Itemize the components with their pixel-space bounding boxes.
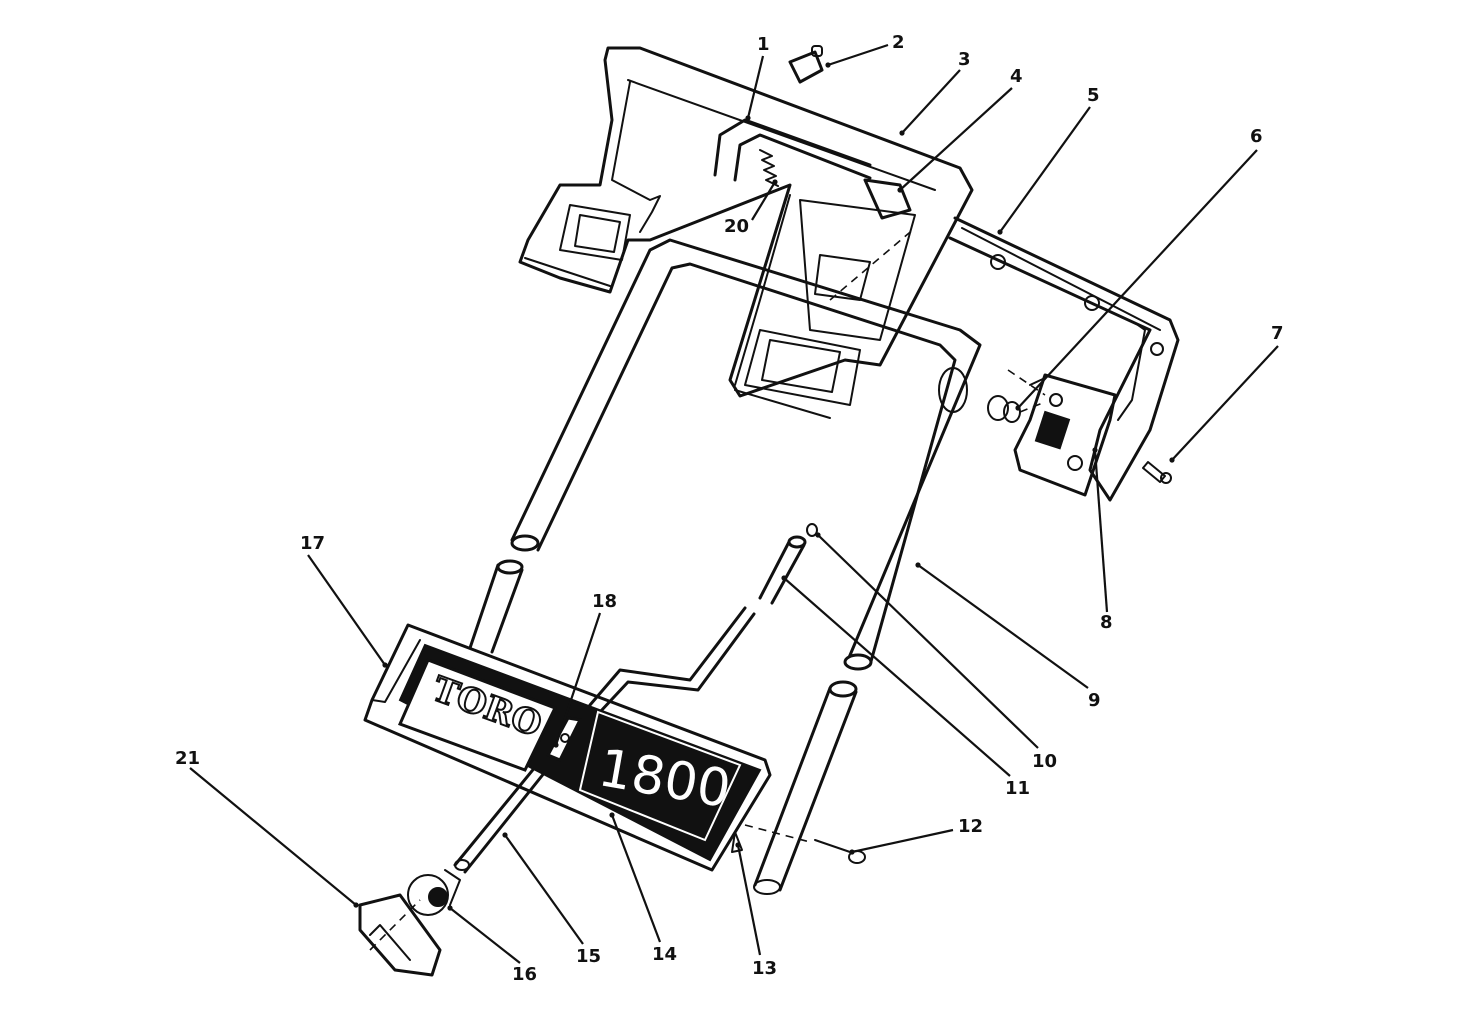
- gear-and-bracket: [358, 869, 461, 977]
- callout-leader-18: [554, 612, 602, 746]
- callout-label-11: 11: [1005, 778, 1030, 799]
- callout-15: 15: [502, 832, 601, 967]
- callout-label-12: 12: [958, 816, 983, 837]
- callout-leader-9: [917, 564, 1089, 689]
- callout-6: 6: [1015, 126, 1263, 411]
- callout-dot-21: [353, 902, 359, 908]
- callout-dot-10: [815, 532, 821, 538]
- callout-label-6: 6: [1250, 126, 1263, 147]
- callout-dot-15: [502, 832, 508, 838]
- callout-dot-17: [382, 662, 388, 668]
- main-u-handle: [510, 238, 982, 671]
- callout-label-2: 2: [892, 32, 905, 53]
- knob: [788, 45, 824, 84]
- callout-leader-2: [827, 43, 889, 67]
- callout-label-3: 3: [958, 49, 971, 70]
- callout-leader-15: [504, 834, 584, 945]
- callout-label-7: 7: [1271, 323, 1284, 344]
- callout-label-15: 15: [576, 946, 601, 967]
- callout-4: 4: [897, 66, 1023, 193]
- callout-9: 9: [915, 562, 1101, 711]
- callout-14: 14: [609, 812, 677, 965]
- lower-tubes: [468, 559, 858, 895]
- callout-label-18: 18: [592, 591, 617, 612]
- callout-leader-6: [1017, 149, 1258, 409]
- callout-label-10: 10: [1032, 751, 1057, 772]
- callout-8: 8: [1092, 447, 1113, 633]
- switch-box: [1013, 373, 1117, 497]
- callout-1: 1: [745, 34, 770, 121]
- callout-21: 21: [175, 748, 359, 908]
- callout-dot-2: [825, 62, 831, 68]
- callout-leader-21: [189, 767, 357, 906]
- callout-label-20: 20: [724, 216, 749, 237]
- console-panel: TORO 1800: [363, 623, 772, 872]
- callout-label-16: 16: [512, 964, 537, 985]
- callout-leader-11: [783, 577, 1011, 777]
- connector-plug: [987, 369, 1046, 423]
- callout-18: 18: [553, 591, 617, 748]
- callout-label-9: 9: [1088, 690, 1101, 711]
- callout-leader-20: [751, 181, 776, 221]
- callout-dot-11: [781, 575, 787, 581]
- callout-dot-9: [915, 562, 921, 568]
- callout-dot-18: [553, 742, 559, 748]
- rod-and-grommet: [758, 523, 818, 605]
- bracket: [863, 178, 912, 220]
- spring: [759, 149, 779, 187]
- callout-label-21: 21: [175, 748, 200, 769]
- screw-7: [1142, 461, 1172, 484]
- callout-label-4: 4: [1010, 66, 1023, 87]
- callout-leader-12: [851, 828, 954, 854]
- callout-17: 17: [300, 533, 388, 668]
- callout-dot-7: [1169, 457, 1175, 463]
- callout-leader-14: [610, 814, 662, 943]
- callout-label-14: 14: [652, 944, 677, 965]
- callout-dot-1: [745, 115, 751, 121]
- callout-leader-3: [901, 69, 961, 134]
- callout-3: 3: [899, 49, 971, 136]
- callout-leader-8: [1093, 449, 1109, 613]
- callout-dot-13: [735, 842, 741, 848]
- callout-5: 5: [997, 85, 1100, 235]
- callout-leader-16: [449, 907, 521, 964]
- callout-13: 13: [735, 842, 777, 979]
- callout-7: 7: [1169, 323, 1284, 463]
- callout-10: 10: [815, 532, 1057, 772]
- control-bar: [713, 118, 872, 182]
- callout-leader-5: [999, 106, 1091, 233]
- callout-leader-4: [899, 87, 1013, 191]
- callout-dot-20: [772, 179, 778, 185]
- callout-leader-13: [736, 844, 762, 956]
- callout-dot-12: [849, 849, 855, 855]
- callout-label-17: 17: [300, 533, 325, 554]
- callout-dot-8: [1092, 447, 1098, 453]
- callout-leader-1: [746, 55, 765, 119]
- callout-leader-7: [1171, 345, 1279, 461]
- rear-cover-plate: [948, 216, 1180, 502]
- callout-dot-3: [899, 130, 905, 136]
- callout-20: 20: [724, 179, 778, 237]
- callout-dot-5: [997, 229, 1003, 235]
- control-rod: [453, 606, 756, 874]
- callout-11: 11: [781, 575, 1030, 799]
- callout-label-5: 5: [1087, 85, 1100, 106]
- callout-dot-16: [447, 905, 453, 911]
- callout-leader-17: [307, 554, 386, 666]
- callout-label-13: 13: [752, 958, 777, 979]
- callout-dot-6: [1015, 405, 1021, 411]
- callout-label-8: 8: [1100, 612, 1113, 633]
- callout-dot-14: [609, 812, 615, 818]
- callout-leader-10: [817, 534, 1039, 749]
- callout-label-1: 1: [757, 34, 770, 55]
- callout-dot-4: [897, 187, 903, 193]
- callout-2: 2: [825, 32, 905, 68]
- callout-12: 12: [849, 816, 983, 855]
- callout-16: 16: [447, 905, 537, 985]
